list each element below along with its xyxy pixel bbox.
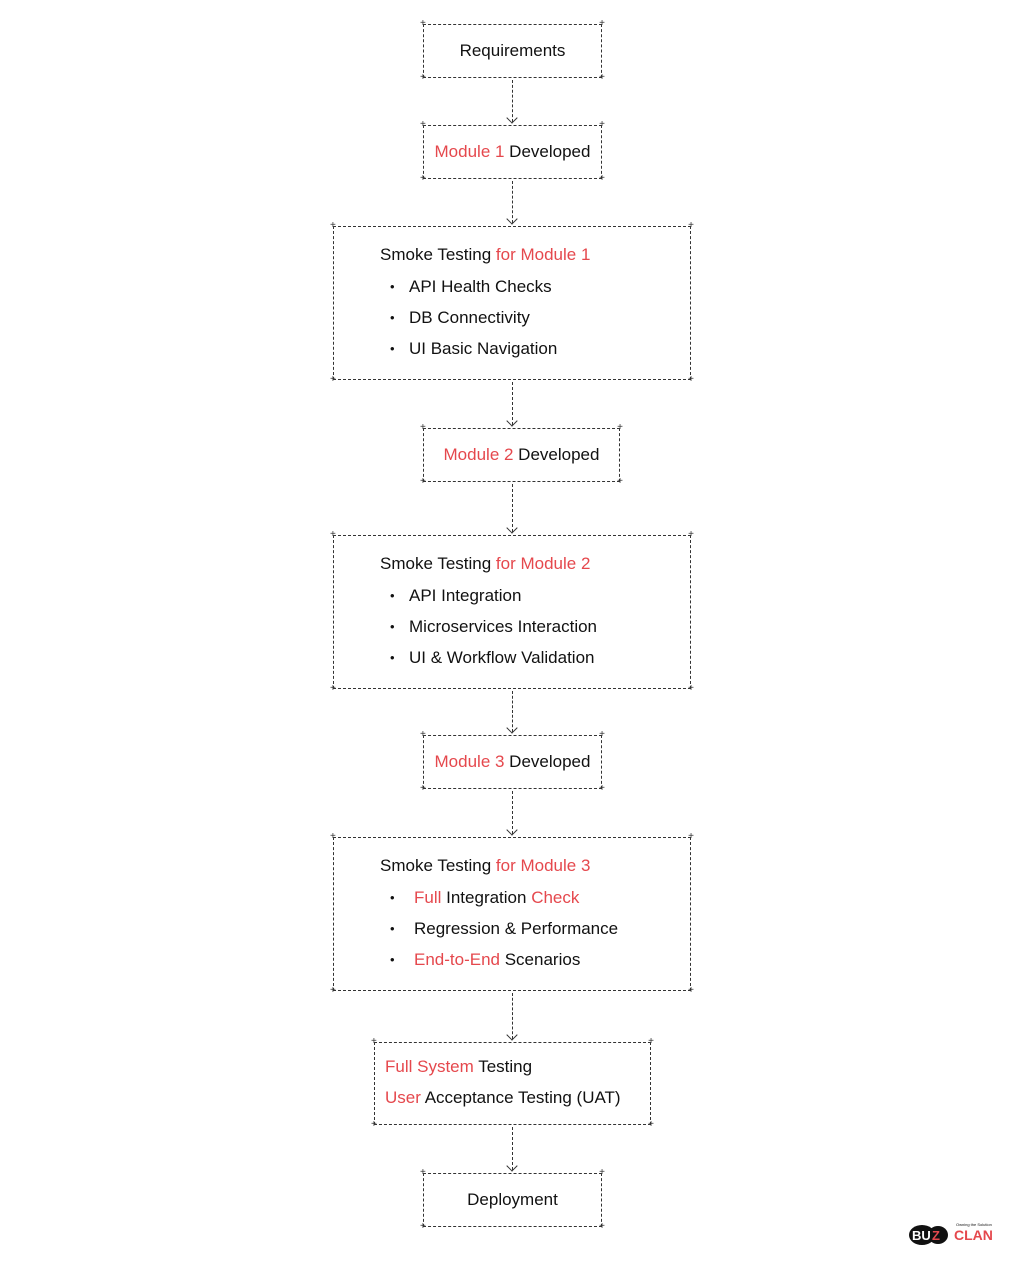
full-system-testing-box: Full System Testing User Acceptance Test… [371, 1037, 654, 1130]
module-2-developed-label: Developed [513, 445, 600, 464]
module-2-label: Module 2 [443, 445, 514, 464]
smoke-testing-module-1-box: Smoke Testing for Module 1 API Health Ch… [330, 221, 694, 385]
smoke-testing-module-3-title: Smoke Testing for Module 3 [380, 856, 591, 875]
list-item: API Integration [390, 586, 597, 617]
arrow-head-icon [506, 1029, 518, 1041]
connector-arrow [512, 691, 513, 732]
module-1-label: Module 1 [434, 142, 505, 161]
module-2-developed-box: Module 2 Developed [420, 423, 623, 487]
module-3-developed-box: Module 3 Developed [420, 730, 605, 794]
connector-arrow [512, 181, 513, 223]
arrow-head-icon [506, 824, 518, 836]
arrow-head-icon [506, 415, 518, 427]
deployment-box: Deployment [420, 1168, 605, 1232]
smoke-testing-module-2-title: Smoke Testing for Module 2 [380, 554, 591, 573]
arrow-head-icon [506, 722, 518, 734]
list-item: UI & Workflow Validation [390, 648, 597, 679]
svg-text:CLAN: CLAN [954, 1227, 993, 1243]
list-item: UI Basic Navigation [390, 339, 557, 370]
connector-arrow [512, 993, 513, 1039]
smoke-testing-module-3-box: Smoke Testing for Module 3 Full Integrat… [330, 832, 694, 996]
module-1-developed-label: Developed [504, 142, 591, 161]
list-item: Full Integration Check [390, 888, 618, 919]
arrow-head-icon [506, 522, 518, 534]
requirements-label: Requirements [459, 41, 566, 60]
buzzclan-logo: BU Z CLAN Owning the Solution [909, 1222, 993, 1245]
arrow-head-icon [506, 1160, 518, 1172]
arrow-head-icon [506, 112, 518, 124]
connector-arrow [512, 382, 513, 425]
module-1-developed-box: Module 1 Developed [420, 120, 605, 184]
module-3-developed-label: Developed [504, 752, 591, 771]
uat-label: User Acceptance Testing (UAT) [385, 1088, 621, 1107]
list-item: API Health Checks [390, 277, 557, 308]
smoke-testing-module-2-box: Smoke Testing for Module 2 API Integrati… [330, 530, 694, 694]
list-item: Microservices Interaction [390, 617, 597, 648]
smoke-testing-module-1-title: Smoke Testing for Module 1 [380, 245, 591, 264]
deployment-label: Deployment [467, 1190, 558, 1209]
svg-text:BU: BU [912, 1228, 931, 1243]
svg-text:Owning the Solution: Owning the Solution [956, 1222, 992, 1227]
connector-arrow [512, 1127, 513, 1170]
svg-text:Z: Z [932, 1228, 940, 1243]
connector-arrow [512, 791, 513, 834]
connector-arrow [512, 80, 513, 122]
list-item: Regression & Performance [390, 919, 618, 950]
list-item: DB Connectivity [390, 308, 557, 339]
connector-arrow [512, 484, 513, 532]
full-system-testing-label: Full System Testing [385, 1057, 533, 1076]
requirements-box: Requirements [420, 19, 605, 83]
module-3-label: Module 3 [434, 752, 505, 771]
arrow-head-icon [506, 213, 518, 225]
list-item: End-to-End Scenarios [390, 950, 618, 981]
